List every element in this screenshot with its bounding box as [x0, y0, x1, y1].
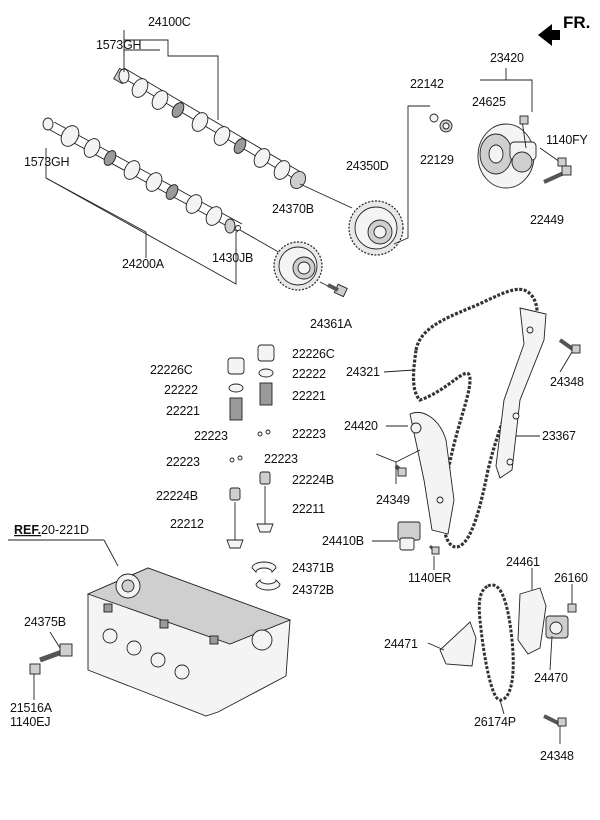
tensioner-arm-24420 [409, 412, 455, 535]
label-24349: 24349 [376, 493, 410, 507]
leader-24350D [393, 105, 430, 245]
oil-pump-chain-26174P [477, 583, 515, 702]
label-22224B-right: 22224B [292, 473, 334, 487]
label-24375B: 24375B [24, 615, 66, 629]
label-24461: 24461 [506, 555, 540, 569]
label-24100C: 24100C [148, 15, 191, 29]
label-24471: 24471 [384, 637, 418, 651]
label-1140FY: 1140FY [546, 133, 589, 147]
label-24625: 24625 [472, 95, 506, 109]
label-24372B: 24372B [292, 583, 334, 597]
label-1140EJ: 1140EJ [10, 715, 50, 729]
guide-24471 [439, 621, 477, 667]
reference-prefix: REF. [14, 523, 41, 537]
label-22221-left: 22221 [166, 404, 200, 418]
camshaft-leaders [45, 30, 353, 285]
bolts-timing [394, 338, 581, 555]
label-22226C-right: 22226C [292, 347, 335, 361]
label-21516A: 21516A [10, 701, 53, 715]
label-24361A: 24361A [310, 317, 353, 331]
front-direction-arrow-icon [538, 24, 560, 46]
label-22449: 22449 [530, 213, 564, 227]
cvvt-sprocket-24350D [348, 200, 404, 256]
label-24371B: 24371B [292, 561, 334, 575]
label-24321: 24321 [346, 365, 380, 379]
label-1573GH-left: 1573GH [24, 155, 70, 169]
leader-23420 [505, 68, 533, 112]
oil-pressure-switch-24375B [39, 643, 73, 663]
valve-train-parts [226, 344, 281, 591]
exhaust-camshaft-drawing [113, 67, 306, 189]
label-22223-d: 22223 [264, 452, 298, 466]
cylinder-head-drawing [86, 567, 292, 717]
cvvt-sprocket-24370B [273, 241, 323, 291]
head-leaders [8, 539, 119, 700]
reference-number: 20-221D [41, 523, 89, 537]
label-23420: 23420 [490, 51, 524, 65]
label-1430JB: 1430JB [212, 251, 253, 265]
label-23367: 23367 [542, 429, 576, 443]
label-24410B: 24410B [322, 534, 364, 548]
label-1140ER: 1140ER [408, 571, 451, 585]
label-22223-c: 22223 [166, 455, 200, 469]
part-labels: 24100C 1573GH 1573GH 24200A 1430JB 24370… [10, 15, 589, 763]
label-24470: 24470 [534, 671, 568, 685]
label-24420: 24420 [344, 419, 378, 433]
label-22142: 22142 [410, 77, 444, 91]
label-22212: 22212 [170, 517, 204, 531]
plug-21516A [29, 663, 41, 675]
tensioner-24470 [545, 615, 569, 639]
chain-guide-23367 [495, 307, 547, 479]
intake-camshaft-drawing [42, 117, 243, 234]
label-22211: 22211 [292, 502, 325, 516]
label-26160: 26160 [554, 571, 588, 585]
label-24370B: 24370B [272, 202, 314, 216]
label-26174P: 26174P [474, 715, 516, 729]
label-22221-right: 22221 [292, 389, 326, 403]
label-24200A: 24200A [122, 257, 165, 271]
label-22222-left: 22222 [164, 383, 198, 397]
chain-guide-24461 [517, 587, 547, 655]
svg-text:REF.20-221D: REF.20-221D [14, 523, 89, 537]
label-22223-b: 22223 [292, 427, 326, 441]
label-24348-top: 24348 [550, 375, 584, 389]
oil-pump-leaders [427, 568, 573, 744]
bolt-24361A [319, 281, 348, 298]
label-22226C-left: 22226C [150, 363, 193, 377]
label-22224B-left: 22224B [156, 489, 198, 503]
chain-tensioner-24410B [397, 521, 421, 551]
label-22129: 22129 [420, 153, 454, 167]
oil-control-valve-assembly [429, 113, 572, 189]
label-24350D: 24350D [346, 159, 389, 173]
front-label: FR. [563, 13, 590, 32]
label-1573GH-top: 1573GH [96, 38, 142, 52]
timing-leaders [372, 351, 573, 570]
label-24348-bottom: 24348 [540, 749, 574, 763]
label-22222-right: 22222 [292, 367, 326, 381]
reference-label: REF.20-221D [14, 523, 89, 537]
label-22223-a: 22223 [194, 429, 228, 443]
